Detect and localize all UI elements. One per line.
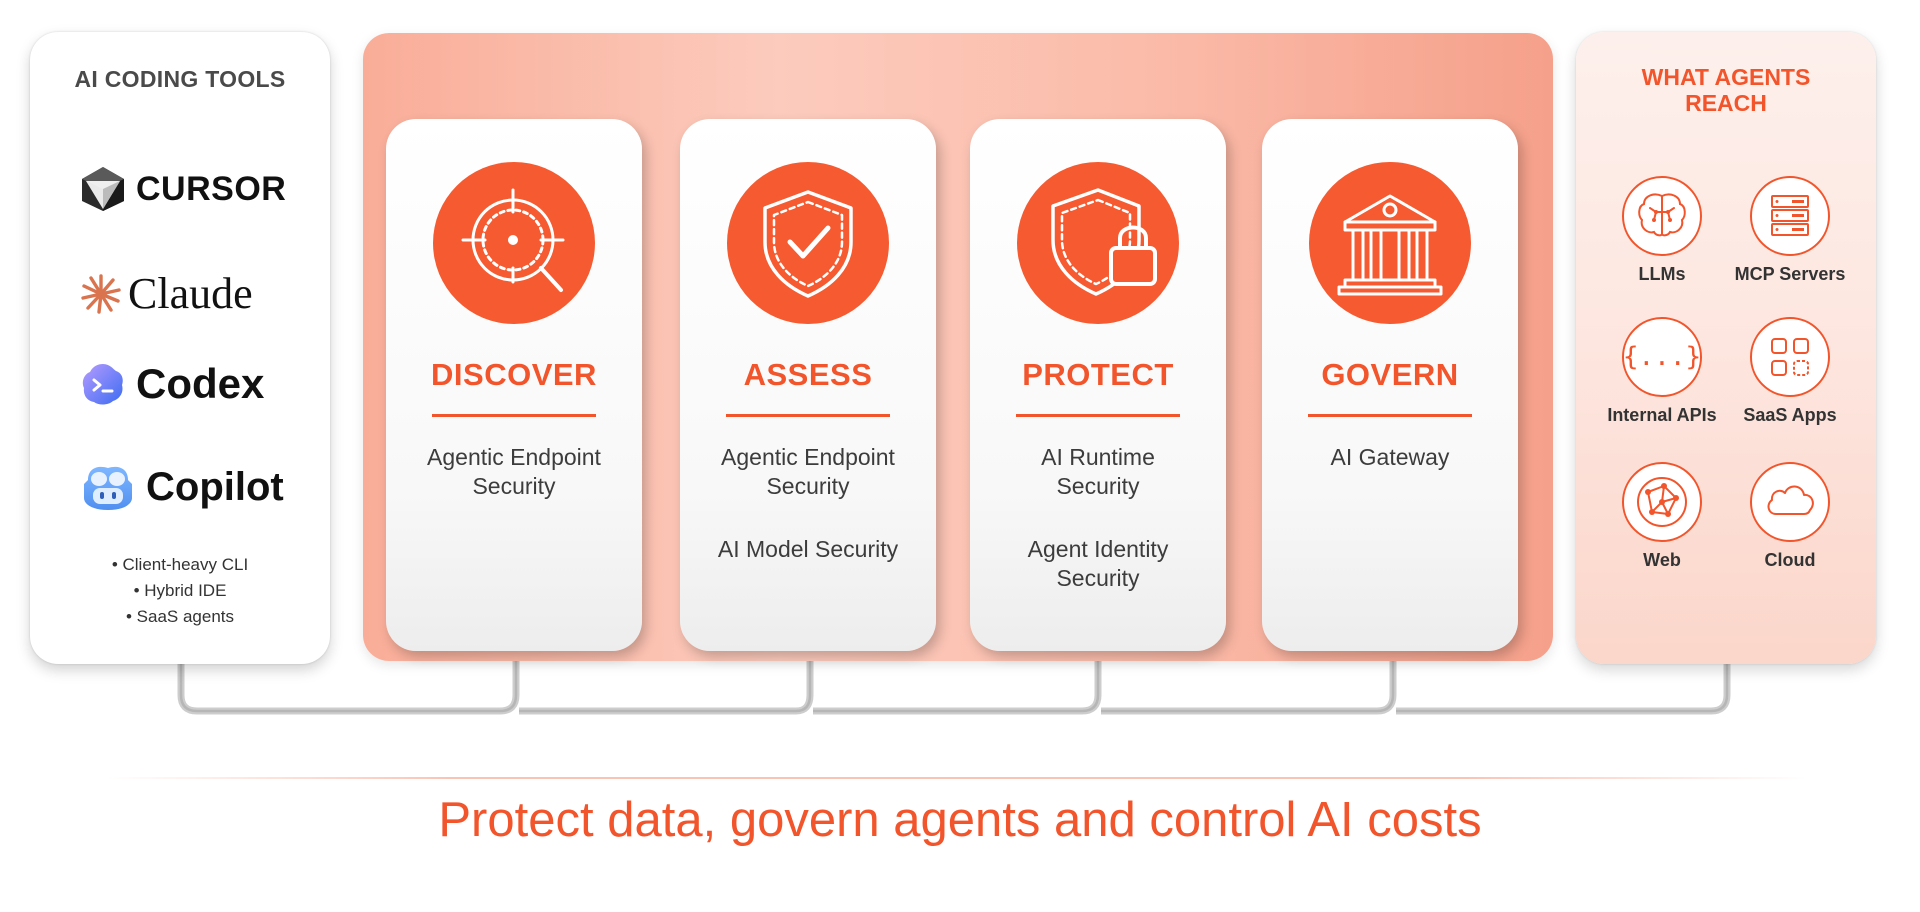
reach-panel-title: WHAT AGENTS REACH bbox=[1641, 64, 1811, 116]
pillar-item: AI Runtime Security bbox=[1041, 444, 1155, 499]
claude-wordmark: Claude bbox=[128, 269, 253, 318]
what-agents-reach-panel: WHAT AGENTS REACH LLMs bbox=[1576, 32, 1876, 664]
brain-icon bbox=[1622, 176, 1702, 256]
tagline: Protect data, govern agents and control … bbox=[438, 793, 1482, 847]
tools-bullet-list: • Client-heavy CLI • Hybrid IDE • SaaS a… bbox=[30, 552, 330, 630]
cursor-wordmark: CURSOR bbox=[136, 169, 287, 208]
pillar-assess: ASSESS Agentic Endpoint Security AI Mode… bbox=[680, 119, 936, 651]
reach-item-label: LLMs bbox=[1638, 264, 1686, 284]
reach-item-label: Internal APIs bbox=[1607, 405, 1717, 425]
shield-check-icon bbox=[727, 162, 889, 324]
pillar-divider bbox=[1308, 414, 1472, 417]
pillar-divider bbox=[726, 414, 890, 417]
reach-item-mcp-servers: MCP Servers bbox=[1726, 176, 1854, 285]
reach-item-label: SaaS Apps bbox=[1743, 405, 1837, 425]
pillar-discover: DISCOVER Agentic Endpoint Security bbox=[386, 119, 642, 651]
pillar-title: GOVERN bbox=[1321, 357, 1459, 392]
pillar-title: DISCOVER bbox=[431, 357, 597, 392]
reach-item-web: Web bbox=[1598, 462, 1726, 571]
pillar-item: Agentic Endpoint Security bbox=[721, 444, 895, 499]
pillar-item: Agent Identity Security bbox=[1027, 536, 1169, 591]
server-rack-icon bbox=[1750, 176, 1830, 256]
codex-terminal-icon bbox=[82, 364, 123, 405]
reach-item-saas-apps: SaaS Apps bbox=[1726, 317, 1854, 426]
pillar-item: AI Model Security bbox=[717, 536, 899, 562]
security-pillars-band: DISCOVER Agentic Endpoint Security ASSES… bbox=[363, 33, 1553, 661]
shield-lock-icon bbox=[1017, 162, 1179, 324]
app-grid-icon bbox=[1750, 317, 1830, 397]
claude-logo: Claude bbox=[80, 268, 253, 319]
tools-bullet-item: • Hybrid IDE bbox=[133, 581, 227, 600]
pillar-protect: PROTECT AI Runtime Security Agent Identi… bbox=[970, 119, 1226, 651]
pillar-item: AI Gateway bbox=[1330, 444, 1450, 470]
copilot-robot-icon bbox=[84, 466, 132, 510]
pillar-item: Agentic Endpoint Security bbox=[427, 444, 601, 499]
ai-coding-tools-panel: AI CODING TOOLS CURSOR bbox=[30, 32, 330, 664]
reach-item-llms: LLMs bbox=[1598, 176, 1726, 285]
codex-logo: Codex bbox=[80, 360, 264, 408]
copilot-logo: Copilot bbox=[80, 462, 284, 512]
pillar-title: ASSESS bbox=[743, 357, 873, 392]
target-crosshair-icon bbox=[433, 162, 595, 324]
tools-panel-title: AI CODING TOOLS bbox=[74, 66, 286, 92]
government-building-icon bbox=[1309, 162, 1471, 324]
tools-bullet-item: • SaaS agents bbox=[125, 607, 235, 626]
codex-wordmark: Codex bbox=[136, 360, 265, 407]
reach-item-label: MCP Servers bbox=[1734, 264, 1846, 284]
claude-starburst-icon bbox=[81, 273, 121, 314]
reach-item-label: Web bbox=[1643, 550, 1681, 570]
pillar-divider bbox=[432, 414, 596, 417]
tools-bullet-item: • Client-heavy CLI bbox=[111, 555, 249, 574]
network-globe-icon bbox=[1622, 462, 1702, 542]
tagline-divider bbox=[108, 777, 1808, 779]
pillar-title: PROTECT bbox=[1022, 357, 1174, 392]
pillar-divider bbox=[1016, 414, 1180, 417]
curly-braces-icon: {...} bbox=[1622, 317, 1702, 397]
pillar-govern: GOVERN AI Gateway bbox=[1262, 119, 1518, 651]
reach-item-cloud: Cloud bbox=[1726, 462, 1854, 571]
cursor-logo: CURSOR bbox=[80, 165, 286, 213]
reach-item-label: Cloud bbox=[1764, 550, 1816, 570]
svg-text:{...}: {...} bbox=[1624, 342, 1700, 372]
copilot-wordmark: Copilot bbox=[146, 464, 284, 509]
reach-item-internal-apis: {...} Internal APIs bbox=[1598, 317, 1726, 426]
cloud-icon bbox=[1750, 462, 1830, 542]
cursor-cube-icon bbox=[82, 167, 124, 211]
